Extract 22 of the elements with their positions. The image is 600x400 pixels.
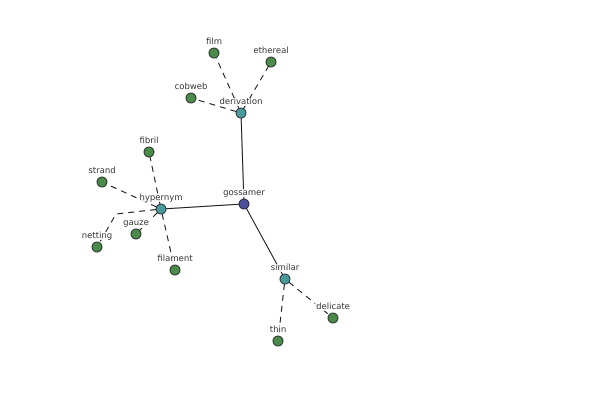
node-label: strand [87,166,117,175]
node-label: fibril [138,136,160,145]
node-label: film [205,38,223,46]
node-label: derivation [218,98,264,106]
node-label: netting [80,232,114,240]
dashed-connector [99,209,157,244]
dashed-connector [216,57,240,109]
connector-line [240,118,244,200]
node-label: cobweb [174,82,208,91]
node-label: filament [156,254,194,263]
node-label: ethereal [252,46,290,55]
connector-line [166,204,240,210]
node-label: thin [268,326,288,334]
dashed-connector [150,156,160,205]
node-label: similar [270,264,300,272]
node-label: delicate [315,302,351,311]
connector-line [246,208,284,276]
dashed-connector [243,66,269,110]
node-label: gauze [122,218,150,227]
node-label: hypernym [138,194,184,202]
node-label: gossamer [222,188,266,197]
dashed-connector [288,282,330,316]
